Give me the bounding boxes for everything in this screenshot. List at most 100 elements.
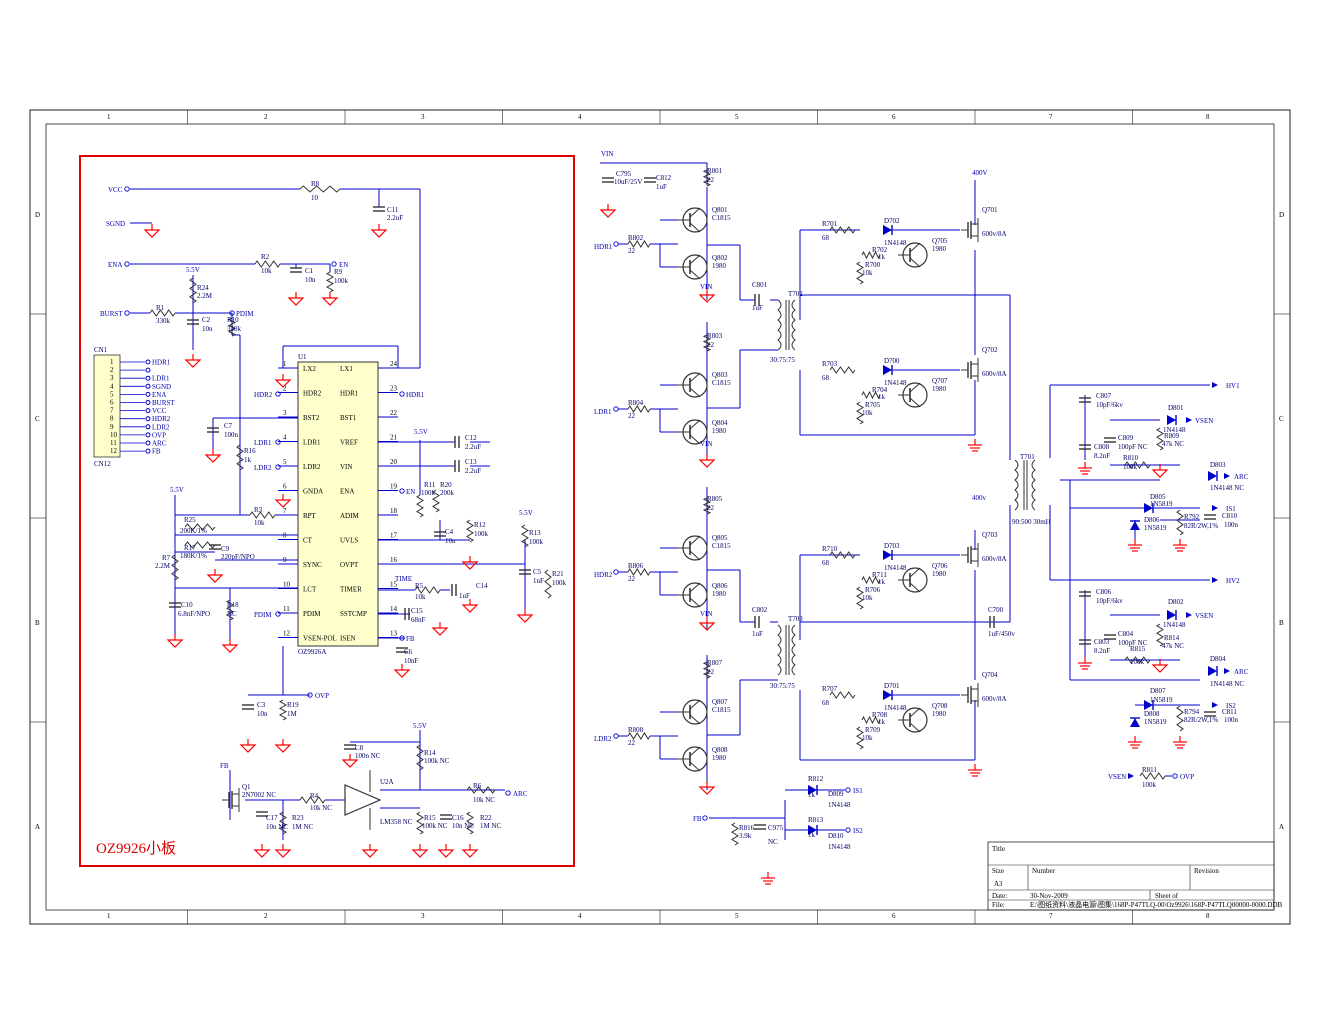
ic-pin-number: 13 (390, 630, 398, 638)
ref-q704: Q704 (982, 671, 998, 679)
net-port-ldr2 (275, 464, 281, 470)
value-c804: 100pF NC (1118, 639, 1148, 647)
ic-pin-number: 4 (283, 434, 287, 442)
value-c10: 6.8nF/NPO (178, 610, 210, 618)
capacitor-c812 (644, 177, 656, 183)
ground-symbol (287, 292, 305, 306)
value-r806: 22 (628, 575, 636, 583)
ground-symbol (411, 844, 429, 858)
ref-c809: C809 (1118, 434, 1134, 442)
ref-c806: C806 (1096, 588, 1112, 596)
ref-c4: C4 (445, 528, 454, 536)
capacitor-c12 (454, 436, 460, 448)
drawing-frame (29, 109, 1291, 925)
net-label-5v5-e: 5.5V (413, 722, 427, 730)
resistor-r6 (466, 786, 496, 794)
ic-pin-number: 6 (283, 483, 287, 491)
net-arrow (1212, 505, 1218, 511)
net-port (145, 432, 151, 438)
value-c808: 8.2nF (1094, 452, 1110, 460)
subboard-outline (79, 155, 575, 867)
net-label-ovp: OVP (315, 692, 329, 700)
diode-d805 (1144, 503, 1154, 513)
diode-d806 (1130, 520, 1140, 530)
zone-right-D: D (1279, 211, 1284, 219)
ref-r812: R812 (808, 775, 824, 783)
diode-d701 (883, 690, 893, 700)
value-r15: 100k NC (422, 822, 448, 830)
value-q807: C1815 (712, 706, 731, 714)
ref-q1: Q1 (242, 783, 251, 791)
ref-r811: R811 (1142, 766, 1157, 774)
ref-r807: R807 (707, 659, 723, 667)
ref-r709: R709 (865, 726, 881, 734)
ref-r12: R12 (474, 521, 486, 529)
ref-r816: R816 (739, 824, 755, 832)
ic-pin-name: BST2 (303, 414, 320, 422)
ic-pin-number: 5 (283, 458, 287, 466)
resistor-r706 (856, 586, 864, 610)
capacitor-c17 (256, 811, 268, 817)
zone-right-B: B (1279, 619, 1284, 627)
net-label-400v-bottom: 400v (972, 494, 987, 502)
value-r709: 10k (862, 734, 873, 742)
ref-r23: R23 (292, 814, 304, 822)
ref-c15: C15 (411, 607, 423, 615)
ref-r18: R18 (227, 601, 239, 609)
ground-symbol (370, 224, 388, 238)
ref-r15: R15 (424, 814, 436, 822)
value-r792: 82R/2W,1% (1184, 522, 1218, 530)
zone-left-A: A (35, 823, 40, 831)
value-t703: 30:75:75 (770, 682, 795, 690)
net-label-5v5-d: 5.5V (519, 509, 533, 517)
net-port-ldr1 (275, 439, 281, 445)
ref-c807: C807 (1096, 392, 1112, 400)
net-label-400v-top: 400V (972, 169, 988, 177)
net-label-fb-q1: FB (220, 762, 229, 770)
ic-pin-name: ISEN (340, 635, 356, 643)
connector-pin-number: 3 (110, 374, 114, 382)
net-label-ldr1-in: LDR1 (594, 408, 612, 416)
resistor-r815 (1124, 656, 1151, 664)
value-r4: 10k NC (310, 804, 332, 812)
ground-symbol (698, 289, 716, 303)
capacitor-c2 (187, 319, 199, 325)
transistor-q806 (678, 582, 708, 608)
connector-pin-number: 1 (110, 358, 114, 366)
transistor-q802 (678, 254, 708, 280)
value-c17: 10n NC (266, 823, 288, 831)
ref-c808: C808 (1094, 443, 1110, 451)
ref-c811: C811 (1222, 708, 1237, 716)
zone-bottom-5: 5 (735, 912, 739, 920)
value-r701: 68 (822, 234, 830, 242)
ref-t701: T701 (1020, 453, 1035, 461)
connector-signal: FB (152, 448, 161, 456)
ground-symbol (274, 374, 292, 388)
ground-symbol (206, 569, 224, 583)
ref-r810: R810 (1123, 454, 1139, 462)
ground-symbol (221, 639, 239, 653)
net-label-fb-mid: FB (693, 815, 702, 823)
ref-d805: D805 (1150, 493, 1166, 501)
net-arrow (1186, 612, 1192, 618)
ref-r708: R708 (872, 711, 888, 719)
ref-r14: R14 (424, 749, 436, 757)
transistor-q708 (898, 707, 928, 733)
ground-symbol (204, 449, 222, 463)
value-r18: NC (227, 610, 237, 618)
value-r23: 1M NC (292, 823, 314, 831)
ref-c10: C10 (181, 601, 193, 609)
zone-top-8: 8 (1206, 113, 1210, 121)
value-r808: 22 (628, 739, 636, 747)
ic-pin-number: 24 (390, 360, 398, 368)
ref-q805: Q805 (712, 534, 728, 542)
capacitor-c6 (396, 647, 408, 653)
ref-r806: R806 (628, 562, 644, 570)
value-r5: 10k (415, 593, 426, 601)
ic-pin-number: 18 (390, 507, 398, 515)
value-d804: 1N4148 NC (1210, 680, 1244, 688)
ic-pin-name: SSTCMP (340, 610, 367, 618)
net-port-ovp (307, 692, 313, 698)
ref-r25: R25 (184, 516, 196, 524)
